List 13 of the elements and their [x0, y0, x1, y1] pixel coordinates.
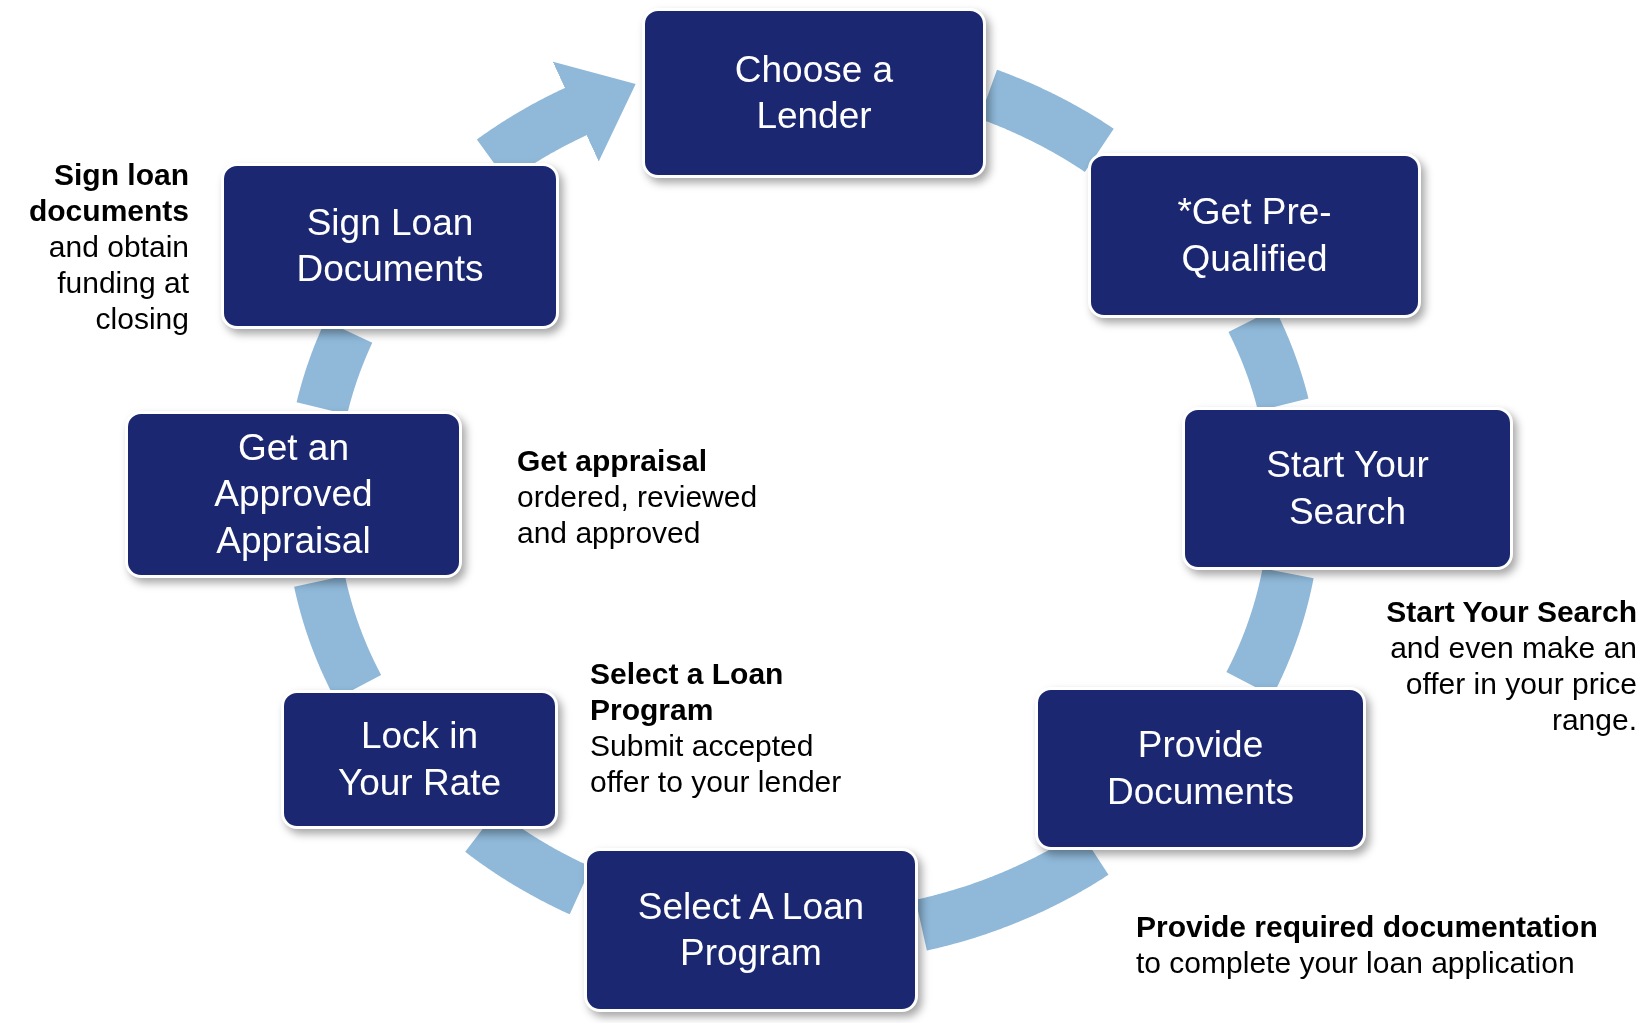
step-note: Provide required documentation to complete your loan application [1136, 909, 1599, 981]
step-box: Provide Documents [1035, 687, 1366, 850]
step-box: *Get Pre-Qualified [1088, 153, 1421, 318]
step-note: Start Your Search and even make an offer in your price range. [1385, 594, 1637, 738]
step-box: Sign Loan Documents [221, 163, 559, 329]
step-box: Start Your Search [1182, 407, 1513, 570]
step-box: Choose a Lender [642, 8, 986, 178]
step-box: Get an Approved Appraisal [125, 411, 462, 578]
step-note: Sign loan documents and obtain funding at closing [27, 157, 189, 337]
step-box: Select A Loan Program [584, 848, 918, 1012]
step-note: Get appraisal ordered, reviewed and approved [517, 443, 759, 551]
step-note: Select a Loan Program Submit accepted offer to your lender [590, 656, 843, 800]
step-box: Lock in Your Rate [281, 690, 558, 829]
